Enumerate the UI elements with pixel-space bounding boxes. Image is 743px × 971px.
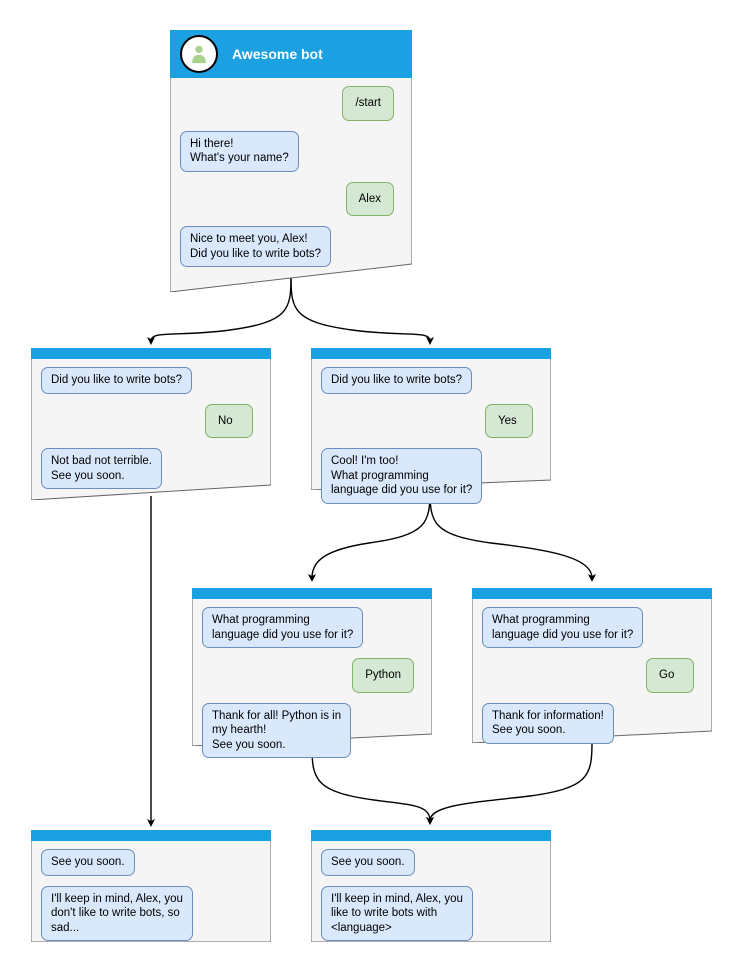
user-message-bubble[interactable]: /start xyxy=(342,86,394,121)
node-header-bar xyxy=(31,830,271,841)
node-body-yes: Did you like to write bots? Yes Cool! I'… xyxy=(311,359,551,514)
bot-name-label: Awesome bot xyxy=(232,46,323,62)
bot-message-bubble[interactable]: I'll keep in mind, Alex, you don't like … xyxy=(41,885,193,941)
message-row: What programming language did you use fo… xyxy=(482,607,702,648)
node-header-bar xyxy=(472,588,712,599)
person-glyph xyxy=(192,45,206,64)
bot-message-bubble[interactable]: Not bad not terrible. See you soon. xyxy=(41,448,163,489)
message-row: Did you like to write bots? xyxy=(321,367,541,394)
bot-message-bubble[interactable]: Thank for information! See you soon. xyxy=(482,702,614,744)
message-row: Hi there! What's your name? xyxy=(180,130,402,172)
message-row: See you soon. xyxy=(41,849,261,876)
bot-message-bubble[interactable]: What programming language did you use fo… xyxy=(202,607,364,648)
node-header-bar xyxy=(31,348,271,359)
user-message-bubble[interactable]: Python xyxy=(352,658,414,693)
message-row: /start xyxy=(180,86,402,121)
message-row: Nice to meet you, Alex! Did you like to … xyxy=(180,226,402,267)
message-row: No xyxy=(41,403,261,438)
message-row: Thank for information! See you soon. xyxy=(482,702,702,744)
bot-message-bubble[interactable]: Did you like to write bots? xyxy=(41,367,193,394)
message-row: Python xyxy=(202,658,422,693)
user-message-bubble[interactable]: Yes xyxy=(485,403,533,438)
node-header-bar xyxy=(192,588,432,599)
message-row: Yes xyxy=(321,403,541,438)
message-row: Go xyxy=(482,658,702,693)
node-header-bar xyxy=(311,830,551,841)
node-body-start: /start Hi there! What's your name? Alex … xyxy=(170,78,412,277)
bot-message-bubble[interactable]: See you soon. xyxy=(41,849,135,876)
bot-message-bubble[interactable]: Nice to meet you, Alex! Did you like to … xyxy=(180,226,332,267)
bot-message-bubble[interactable]: What programming language did you use fo… xyxy=(482,607,644,648)
message-row: Alex xyxy=(180,181,402,216)
bot-message-bubble[interactable]: See you soon. xyxy=(321,849,415,876)
node-body-go: What programming language did you use fo… xyxy=(472,599,712,754)
message-row: See you soon. xyxy=(321,849,541,876)
user-message-bubble[interactable]: Go xyxy=(646,658,694,693)
node-header-bar xyxy=(311,348,551,359)
bot-message-bubble[interactable]: Did you like to write bots? xyxy=(321,367,473,394)
node-body-end-happy: See you soon. I'll keep in mind, Alex, y… xyxy=(311,841,551,951)
chat-node-end-happy[interactable]: See you soon. I'll keep in mind, Alex, y… xyxy=(311,830,551,942)
person-avatar-icon xyxy=(180,35,218,73)
chat-node-python[interactable]: What programming language did you use fo… xyxy=(192,588,432,758)
message-row: What programming language did you use fo… xyxy=(202,607,422,648)
user-message-bubble[interactable]: No xyxy=(205,403,253,438)
bot-message-bubble[interactable]: I'll keep in mind, Alex, you like to wri… xyxy=(321,885,473,941)
chat-node-end-sad[interactable]: See you soon. I'll keep in mind, Alex, y… xyxy=(31,830,271,942)
message-row: Cool! I'm too! What programming language… xyxy=(321,448,541,504)
message-row: Did you like to write bots? xyxy=(41,367,261,394)
bot-message-bubble[interactable]: Thank for all! Python is in my hearth! S… xyxy=(202,702,352,758)
message-row: I'll keep in mind, Alex, you like to wri… xyxy=(321,885,541,941)
chat-node-go[interactable]: What programming language did you use fo… xyxy=(472,588,712,744)
chat-node-yes[interactable]: Did you like to write bots? Yes Cool! I'… xyxy=(311,348,551,504)
bot-message-bubble[interactable]: Cool! I'm too! What programming language… xyxy=(321,448,483,504)
node-body-no: Did you like to write bots? No Not bad n… xyxy=(31,359,271,499)
edge-go-to-end-happy xyxy=(426,742,593,825)
message-row: I'll keep in mind, Alex, you don't like … xyxy=(41,885,261,941)
chat-node-no[interactable]: Did you like to write bots? No Not bad n… xyxy=(31,348,271,500)
message-row: Thank for all! Python is in my hearth! S… xyxy=(202,702,422,758)
node-body-python: What programming language did you use fo… xyxy=(192,599,432,768)
user-message-bubble[interactable]: Alex xyxy=(345,181,394,216)
chat-node-start[interactable]: Awesome bot /start Hi there! What's your… xyxy=(170,30,412,292)
node-header-start: Awesome bot xyxy=(170,30,412,78)
message-row: Not bad not terrible. See you soon. xyxy=(41,448,261,489)
node-body-end-sad: See you soon. I'll keep in mind, Alex, y… xyxy=(31,841,271,951)
bot-message-bubble[interactable]: Hi there! What's your name? xyxy=(180,130,299,172)
